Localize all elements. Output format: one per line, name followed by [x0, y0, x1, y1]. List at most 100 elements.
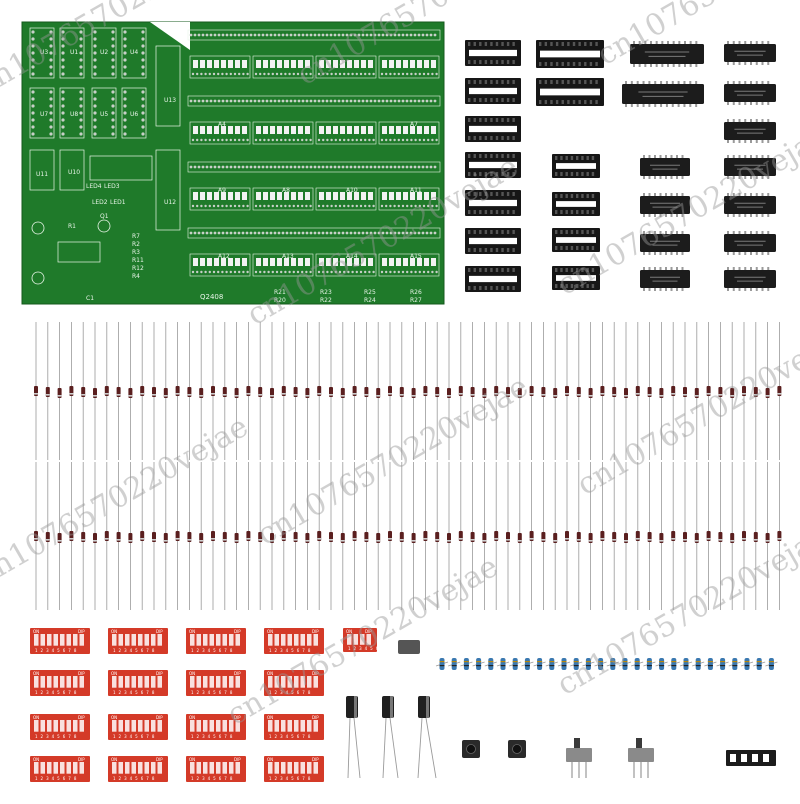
pcb-pad — [261, 99, 265, 103]
socket-contact — [581, 284, 584, 288]
pcb-pad — [433, 33, 437, 37]
pcb-switch-cell — [403, 258, 408, 266]
pcb-pad — [284, 72, 287, 76]
diode-band — [588, 395, 593, 397]
socket-contact — [512, 286, 515, 290]
ic-pin — [636, 103, 639, 107]
pcb-pad — [49, 51, 53, 55]
pcb-switch-cell — [228, 192, 233, 200]
pcb-pad — [337, 99, 341, 103]
pcb-pad — [93, 132, 97, 136]
pcb-pad — [305, 204, 308, 208]
diode-band — [187, 539, 192, 541]
socket-contact — [512, 248, 515, 252]
pcb-pad — [397, 165, 401, 169]
pcb-pad — [93, 37, 97, 41]
dip-lever — [138, 676, 143, 688]
pcb-switch-cell — [235, 60, 240, 68]
pcb-switch-cell — [368, 192, 373, 200]
ic-pin — [638, 41, 641, 45]
dip-lever — [112, 634, 117, 646]
dip-lever — [222, 634, 227, 646]
resistor-body — [732, 658, 738, 670]
socket-contact — [484, 154, 488, 158]
pcb-pad — [196, 270, 199, 274]
pcb-pad — [347, 138, 350, 142]
pcb-ic-outline — [91, 27, 117, 79]
pcb-pad — [217, 138, 220, 142]
dip-label-dip: DIP — [156, 715, 163, 720]
ic-pin — [755, 155, 758, 159]
socket-contact — [468, 136, 471, 140]
diode-band — [470, 394, 475, 396]
pcb-pad — [317, 33, 321, 37]
pcb-pad — [317, 165, 321, 169]
ic-pin — [670, 287, 673, 291]
ic-pin — [767, 61, 770, 65]
ic-chip-right — [724, 270, 776, 288]
pcb-pad — [265, 99, 269, 103]
push-button-cap — [466, 744, 476, 754]
pcb-pad — [427, 72, 430, 76]
socket-contact — [495, 154, 499, 158]
ic-pin — [672, 41, 675, 45]
resistor-band — [549, 661, 555, 663]
pcb-switch-cell — [333, 60, 338, 68]
ic-pin — [676, 175, 678, 179]
pcb-switch-cell — [410, 60, 415, 68]
pcb-pad — [93, 30, 97, 34]
pcb-switch-cell — [389, 126, 394, 134]
pcb-pad — [259, 138, 262, 142]
dip-lever — [73, 720, 78, 732]
ic-pin — [683, 81, 686, 85]
socket-contact — [555, 62, 559, 66]
diode-band — [600, 393, 605, 395]
diode-band — [222, 539, 227, 541]
ic-chip-right — [724, 122, 776, 140]
socket-contact — [512, 210, 515, 214]
pcb-switch-cell — [256, 126, 261, 134]
pcb-pad — [406, 204, 409, 208]
ic-pin — [630, 81, 633, 85]
socket-window — [540, 88, 600, 96]
pcb-pad — [111, 104, 115, 108]
dip-lever — [287, 634, 292, 646]
diode-band — [175, 538, 180, 540]
pcb-pad — [238, 204, 241, 208]
pcb-pad — [334, 204, 337, 208]
pcb-pad — [209, 165, 213, 169]
ic-pin — [738, 287, 741, 291]
diode-band — [576, 539, 581, 541]
pcb-pad — [271, 138, 274, 142]
dip-lever — [151, 720, 156, 732]
diode-band — [388, 393, 392, 395]
diode-band — [647, 539, 652, 541]
pcb-pad — [217, 204, 220, 208]
dip-lever — [47, 676, 52, 688]
pcb-switch-cell — [403, 60, 408, 68]
socket-contact — [550, 42, 553, 46]
pcb-pad — [141, 65, 145, 69]
pcb-pad — [355, 72, 358, 76]
socket-contact — [555, 100, 559, 104]
dip-lever — [196, 634, 201, 646]
diode-band — [753, 539, 758, 541]
socket-contact — [501, 42, 504, 46]
diode-band — [517, 395, 522, 397]
resistor-body — [439, 658, 445, 670]
pcb-pad — [410, 138, 413, 142]
pcb-pad — [365, 231, 369, 235]
pcb-pad — [418, 270, 421, 274]
pcb-pad — [417, 231, 421, 235]
diode-band — [222, 394, 227, 396]
pcb-pad — [61, 58, 65, 62]
pcb-switch-cell — [389, 60, 394, 68]
dip-lever — [313, 676, 318, 688]
diode-band — [612, 539, 617, 541]
socket-contact — [555, 210, 558, 214]
pcb-switch-cell — [354, 258, 359, 266]
dip-lever — [34, 676, 39, 688]
dip-lever — [151, 676, 156, 688]
dip-lever — [203, 676, 208, 688]
pcb-pad — [123, 51, 127, 55]
